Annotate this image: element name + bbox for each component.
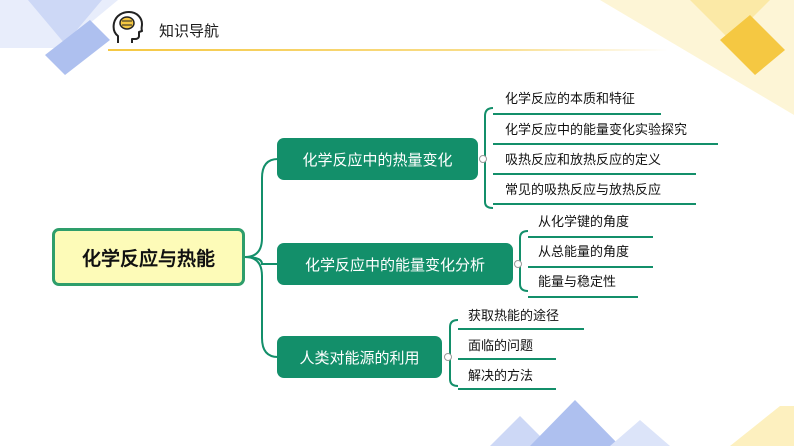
leaf-underline <box>458 358 556 360</box>
leaf-heat-sources: 获取热能的途径 <box>468 309 560 324</box>
leaf-underline <box>493 143 718 145</box>
leaf-common-reactions: 常见的吸热反应与放热反应 <box>505 183 662 198</box>
leaf-underline <box>528 296 638 298</box>
leaf-chemical-bond: 从化学键的角度 <box>538 215 630 230</box>
branch-heat-change-connector-dot <box>479 155 487 163</box>
leaf-problems: 面临的问题 <box>468 339 534 354</box>
leaf-reaction-essence: 化学反应的本质和特征 <box>505 92 636 107</box>
branch-energy-analysis: 化学反应中的能量变化分析 <box>277 243 513 285</box>
branch-energy-analysis-connector-dot <box>514 260 522 268</box>
leaf-underline <box>458 328 584 330</box>
brain-head-icon <box>112 11 143 43</box>
branch-heat-change: 化学反应中的热量变化 <box>277 138 478 180</box>
branch-energy-use: 人类对能源的利用 <box>277 336 442 378</box>
leaf-endo-exo-definition: 吸热反应和放热反应的定义 <box>505 153 662 168</box>
leaf-underline <box>528 236 653 238</box>
leaf-total-energy: 从总能量的角度 <box>538 245 630 260</box>
leaf-solutions: 解决的方法 <box>468 369 534 384</box>
leaf-underline <box>493 173 696 175</box>
mindmap-root: 化学反应与热能 <box>52 228 245 286</box>
leaf-energy-stability: 能量与稳定性 <box>538 275 617 290</box>
page-title: 知识导航 <box>159 22 220 40</box>
branch-energy-use-connector-dot <box>444 353 452 361</box>
header-underline <box>108 49 668 51</box>
leaf-underline <box>458 388 556 390</box>
leaf-energy-experiment: 化学反应中的能量变化实验探究 <box>505 123 688 138</box>
decor-bottom <box>490 400 794 446</box>
leaf-underline <box>528 266 653 268</box>
decor-top-left <box>0 0 118 75</box>
leaf-underline <box>493 203 696 205</box>
decor-top-right <box>600 0 794 115</box>
leaf-underline <box>493 113 661 115</box>
